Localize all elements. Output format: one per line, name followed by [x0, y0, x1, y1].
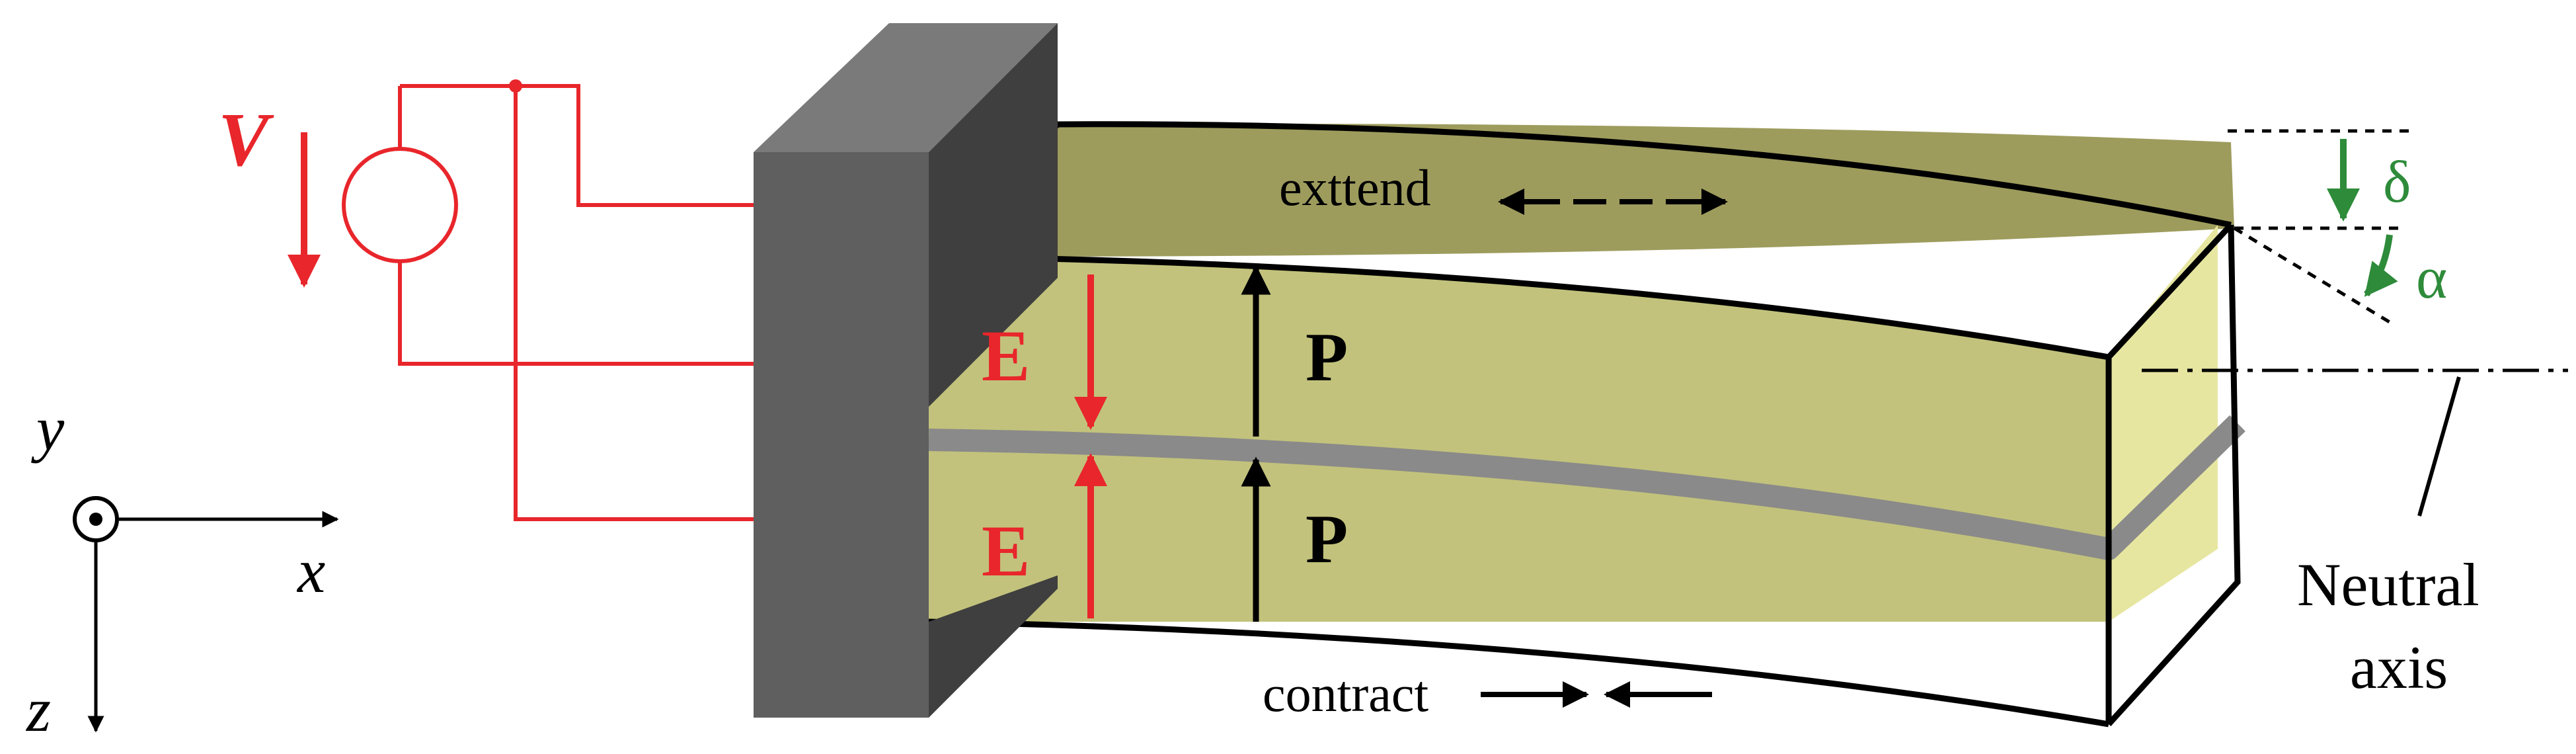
contract-label: contract — [1263, 665, 1429, 722]
deflection-guides — [2228, 129, 2413, 326]
polarization-label-top: P — [1306, 318, 1348, 396]
neutral-axis-label-line2: axis — [2350, 634, 2448, 701]
beam-outline-end-top — [2106, 222, 2234, 360]
neutral-axis-leader — [2417, 376, 2461, 517]
clamp-block — [754, 23, 1058, 718]
beam-outline-end-right — [2106, 224, 2241, 727]
axis-y-label: y — [31, 394, 65, 464]
circuit-wire-top — [400, 84, 754, 207]
beam-end-lower — [2109, 549, 2238, 724]
beam-outline-front-top — [928, 253, 2109, 360]
beam-top-face — [929, 124, 2234, 257]
voltage-circuit — [288, 79, 754, 521]
beam-outline-top — [926, 121, 2232, 259]
beam-outline-bottom — [928, 618, 2109, 728]
alpha-arc — [2364, 234, 2398, 297]
delta-label: δ — [2383, 149, 2411, 215]
circuit-wire-bottom — [514, 86, 754, 521]
field-label-top: E — [982, 315, 1030, 396]
voltage-label: V — [218, 98, 274, 182]
y-axis-dot — [89, 513, 102, 526]
voltage-source — [342, 147, 458, 263]
bimorph-beam — [926, 121, 2245, 728]
neutral-axis-label-line1: Neutral — [2297, 551, 2479, 618]
clamp-front — [754, 152, 929, 718]
axis-x-label: x — [296, 536, 325, 606]
extend-label: exttend — [1279, 159, 1431, 216]
guide-tip-slope — [2233, 226, 2394, 326]
alpha-label: α — [2416, 245, 2447, 311]
circuit-node — [509, 79, 522, 93]
clamp-side-lower — [929, 575, 1058, 718]
neutral-layer — [928, 415, 2245, 560]
polarization-label-bottom: P — [1306, 500, 1348, 577]
clamp-side — [929, 23, 1058, 407]
axis-z-label: z — [25, 675, 51, 745]
field-label-bottom: E — [982, 511, 1030, 591]
coordinate-frame — [73, 496, 339, 733]
clamp-top — [754, 23, 1058, 152]
beam-front-face — [929, 257, 2109, 622]
